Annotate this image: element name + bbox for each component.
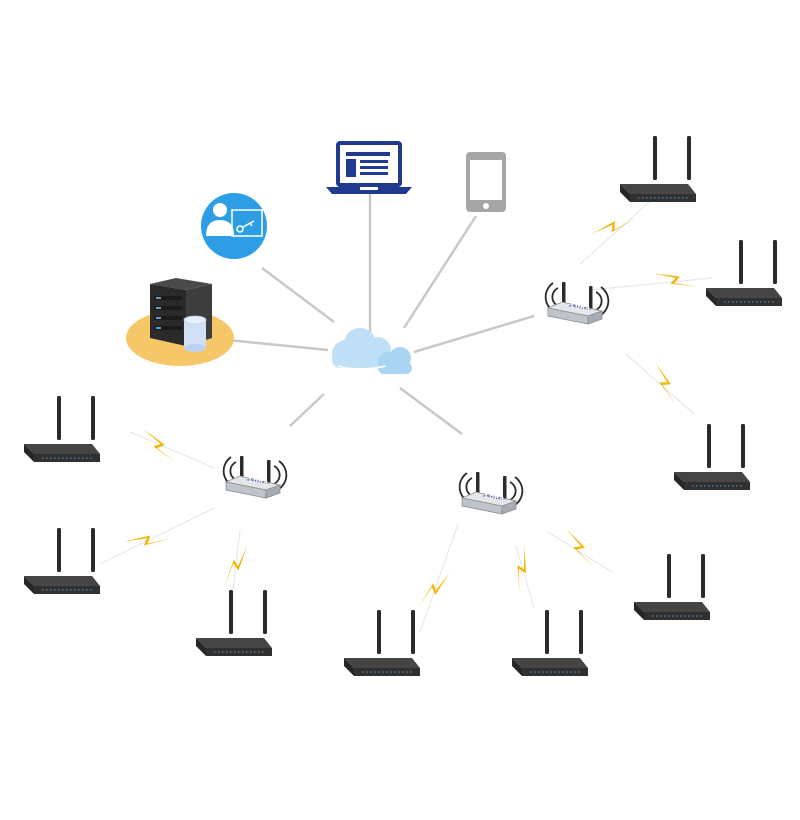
- link-line: [261, 267, 335, 323]
- wireless-link: [224, 529, 248, 599]
- laptop-icon: [326, 141, 412, 194]
- wireless-link: [507, 545, 537, 609]
- lightning-bolt-icon: [643, 362, 689, 406]
- link-line: [289, 393, 325, 427]
- lightning-bolt-icon: [556, 528, 604, 568]
- wifi-router-icon: [673, 423, 751, 491]
- lightning-bolt-icon: [224, 543, 248, 589]
- link-line: [227, 338, 329, 352]
- lightning-bolt-icon: [136, 429, 184, 463]
- lora-gateway-icon: LoRa: [222, 455, 288, 499]
- smartphone-icon: [466, 152, 506, 212]
- admin-key-icon: [201, 193, 267, 259]
- wireless-link: [579, 195, 657, 265]
- wireless-link: [129, 429, 215, 469]
- wifi-router-icon: [619, 135, 697, 203]
- gateway-label: LoRa: [570, 301, 591, 313]
- wifi-router-icon: [705, 239, 783, 307]
- wireless-links: [99, 195, 713, 633]
- wireless-link: [418, 523, 459, 633]
- wifi-router-icon: [23, 527, 101, 595]
- connection-lines: [227, 194, 535, 436]
- wireless-link: [99, 507, 215, 565]
- link-line: [413, 314, 535, 354]
- wireless-link: [625, 353, 695, 415]
- wifi-router-icon: [633, 553, 711, 621]
- lora-gateway-icon: LoRa: [458, 471, 524, 515]
- lightning-bolt-icon: [418, 566, 450, 614]
- wireless-link: [547, 528, 613, 573]
- link-line: [402, 215, 478, 329]
- wireless-link: [589, 268, 713, 292]
- wifi-router-icon: [511, 609, 589, 677]
- cloud-icon: [332, 328, 412, 374]
- server-database-icon: [126, 278, 234, 366]
- lightning-bolt-icon: [124, 522, 172, 558]
- lightning-bolt-icon: [507, 546, 537, 594]
- link-line: [399, 386, 463, 436]
- lightning-bolt-icon: [591, 204, 637, 248]
- lora-gateway-icon: LoRa: [544, 281, 610, 325]
- wifi-router-icon: [343, 609, 421, 677]
- wifi-router-icon: [23, 395, 101, 463]
- gateway-label: LoRa: [484, 491, 505, 503]
- wifi-router-icon: [195, 589, 273, 657]
- gateway-label: LoRa: [248, 475, 269, 487]
- wifi-routers: [23, 135, 783, 677]
